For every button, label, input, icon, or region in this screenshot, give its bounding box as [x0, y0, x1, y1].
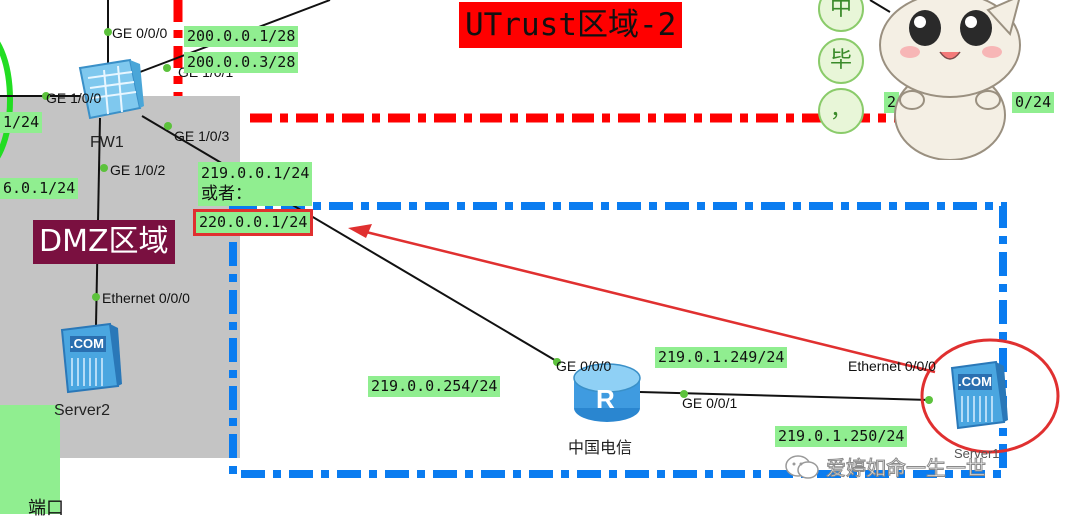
ip-label-left-1: 1/24	[0, 112, 42, 133]
server2-com-text: .COM	[70, 336, 104, 351]
annotation-arrow-head	[348, 224, 372, 238]
fw1-port-ge000: GE 0/0/0	[112, 25, 167, 41]
watermark-text: 爱婷如命一生一世	[826, 452, 986, 481]
router-port-ge000: GE 0/0/0	[556, 358, 611, 374]
router-letter: R	[596, 384, 615, 415]
or-text: 或者：	[201, 184, 309, 205]
untrust-zone-title: UTrust区域-2	[459, 2, 682, 48]
sticker-bubble: ，	[818, 88, 864, 134]
fw1-label: FW1	[90, 134, 124, 152]
link-fw1-router	[142, 116, 558, 362]
server1-com-text: .COM	[958, 374, 992, 389]
ip-label-200-1: 200.0.0.1/28	[184, 26, 298, 47]
cat-sticker-image	[870, 0, 1030, 160]
fw1-port-ge100: GE 1/0/0	[46, 90, 101, 106]
firewall-icon[interactable]	[74, 58, 144, 120]
sticker-char: ，	[830, 98, 852, 123]
server1-icon[interactable]: .COM	[948, 360, 1008, 430]
port-dot	[925, 396, 933, 404]
ip-label-left-2: 6.0.1/24	[0, 178, 78, 199]
watermark: 爱婷如命一生一世	[784, 452, 986, 481]
port-dot	[164, 122, 172, 130]
dmz-zone-title: DMZ区域	[33, 220, 175, 264]
router-label: 中国电信	[568, 434, 632, 458]
port-dot	[163, 64, 171, 72]
sticker-bubble: 毕	[818, 38, 864, 84]
ip-label-219-1: 219.0.0.1/24 或者：	[198, 162, 312, 206]
port-dot	[100, 164, 108, 172]
ip-label-219-249: 219.0.1.249/24	[655, 347, 787, 368]
fw1-port-ge102: GE 1/0/2	[110, 162, 165, 178]
ip-label-200-3: 200.0.0.3/28	[184, 52, 298, 73]
server1-port-eth000: Ethernet 0/0/0	[848, 358, 936, 374]
sticker-char: 中	[830, 0, 852, 21]
port-dot	[104, 28, 112, 36]
annotation-arrow-line	[358, 230, 935, 372]
left-zone-circle	[0, 30, 10, 170]
server2-port-eth000: Ethernet 0/0/0	[102, 290, 190, 306]
sticker-char: 毕	[830, 48, 852, 73]
fw1-port-ge103: GE 1/0/3	[174, 128, 229, 144]
ip-label-220-1: 220.0.0.1/24	[196, 212, 310, 233]
router-port-ge001: GE 0/0/1	[682, 395, 737, 411]
ip-label-219-254: 219.0.0.254/24	[368, 376, 500, 397]
port-dot	[92, 293, 100, 301]
server2-icon[interactable]: .COM	[58, 322, 122, 394]
wechat-icon	[784, 454, 820, 480]
server2-label: Server2	[54, 402, 110, 420]
ip-label-219-250: 219.0.1.250/24	[775, 426, 907, 447]
ip-219-1-text: 219.0.0.1/24	[201, 163, 309, 184]
